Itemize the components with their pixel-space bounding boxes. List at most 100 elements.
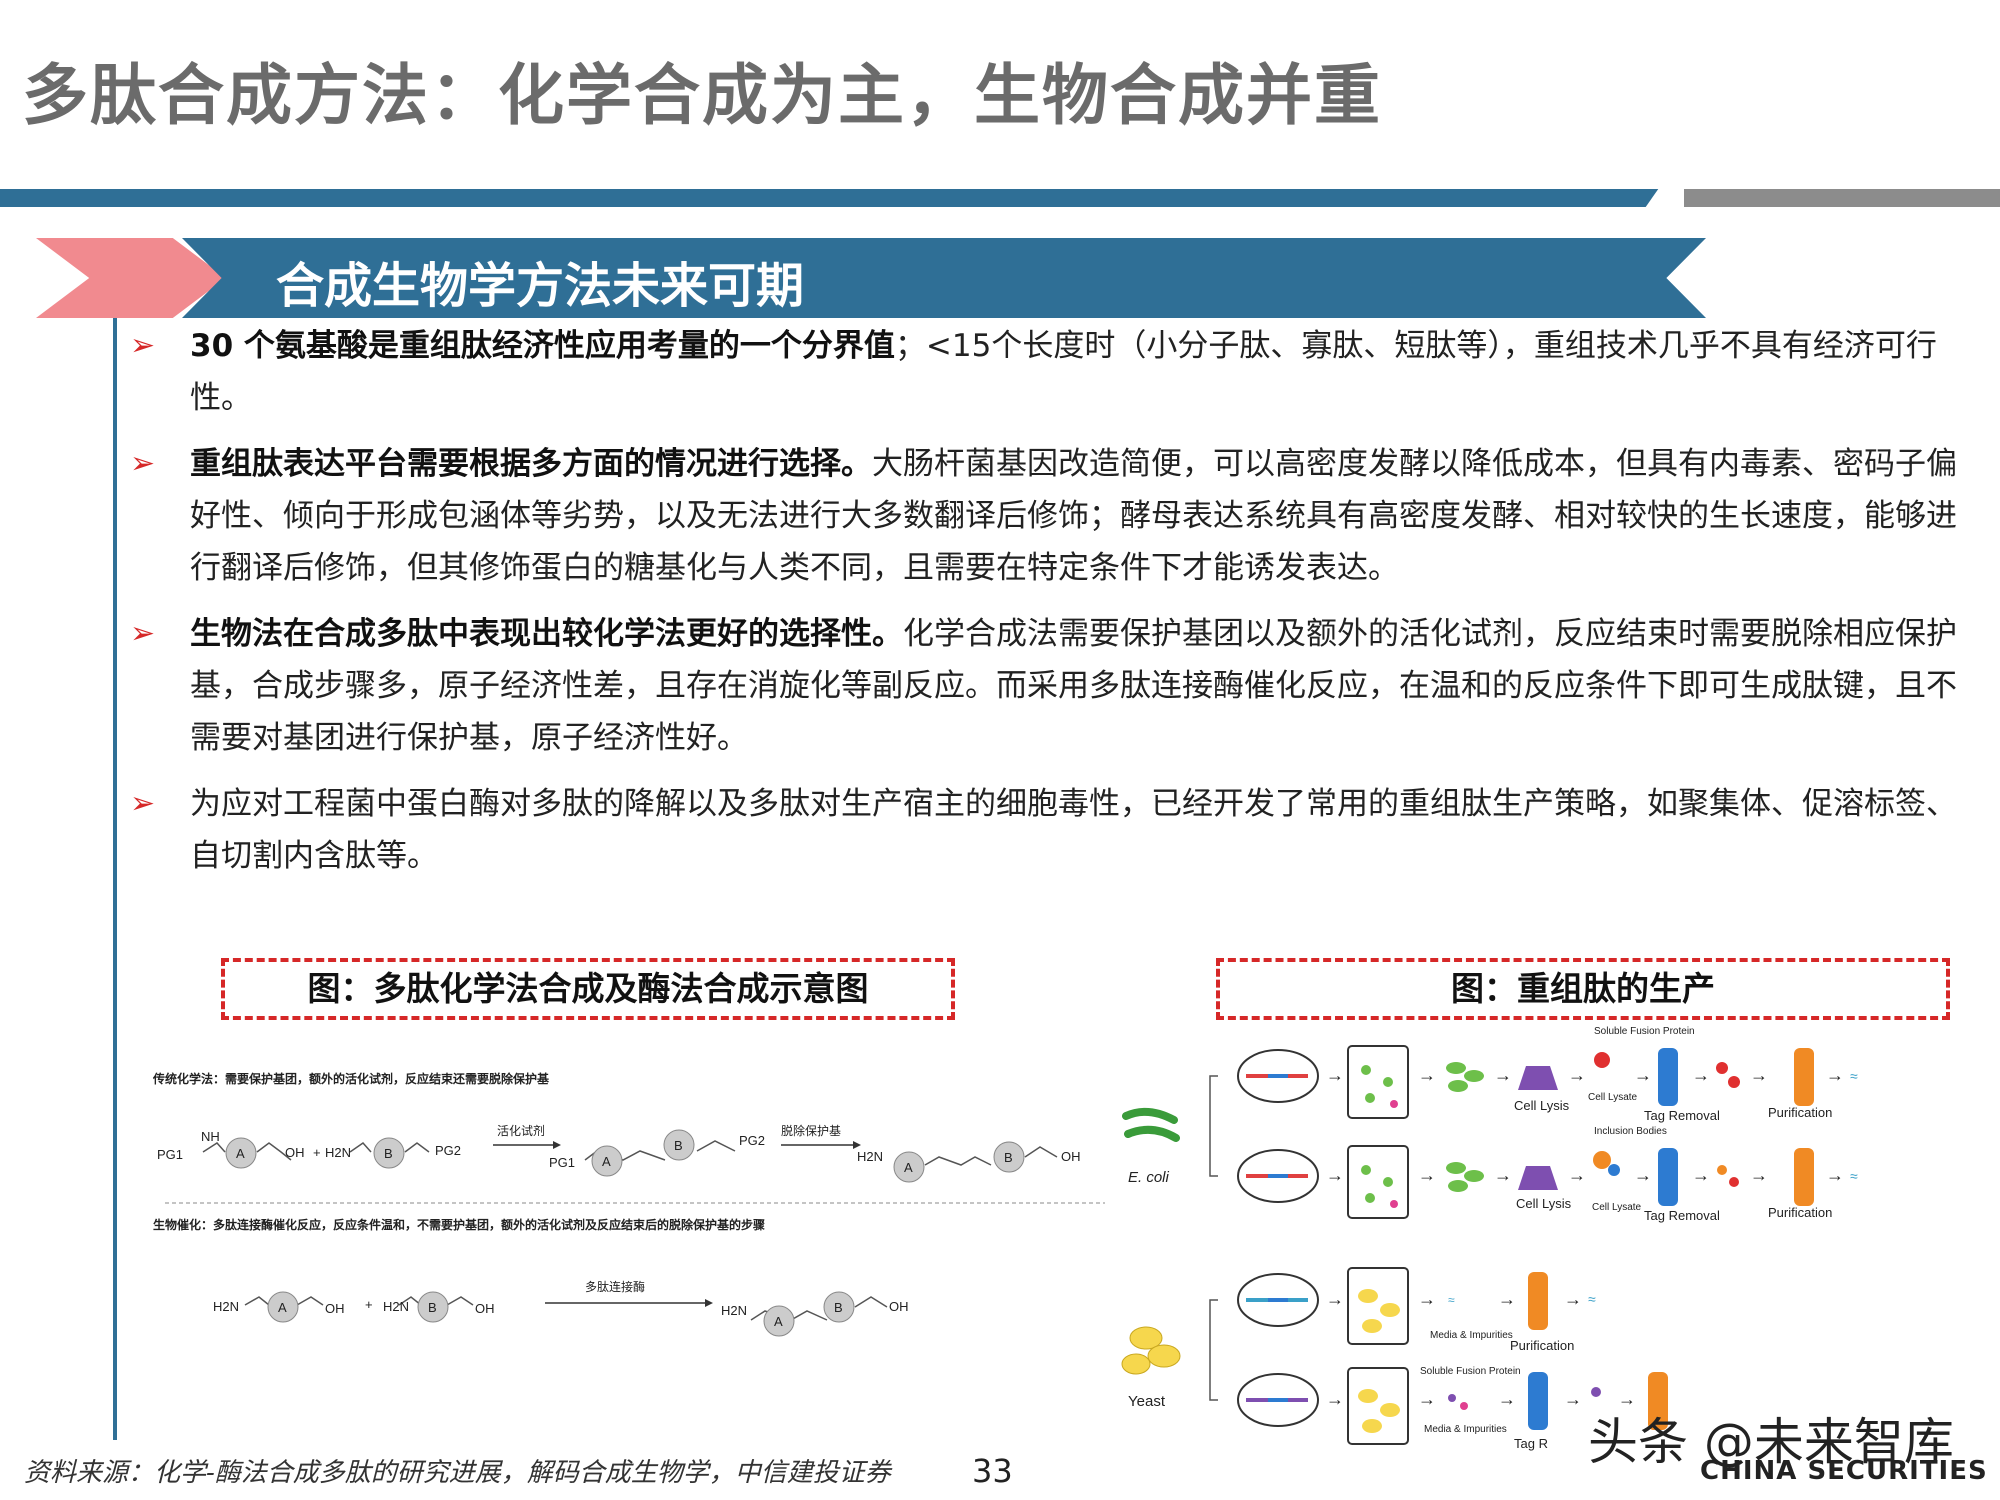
arrow-bullet-icon: ➢ <box>130 328 156 363</box>
purification-label: Purification <box>1768 1105 1832 1120</box>
protein-icon <box>1591 1387 1601 1397</box>
bullet-item: ➢ 重组肽表达平台需要根据多方面的情况进行选择。大肠杆菌基因改造简便，可以高密度… <box>130 438 1970 594</box>
watermark-text: 头条 @未来智库 <box>1588 1413 1954 1471</box>
flow-arrow: → <box>1750 1165 1768 1185</box>
cell-icon <box>1362 1419 1382 1433</box>
recombinant-production-figure: E. coli Yeast → → → Cell Lysis → Soluble… <box>1121 1026 1858 1451</box>
bond-line <box>404 1142 430 1153</box>
figure-title-right: 图：重组肽的生产 <box>1216 958 1950 1020</box>
arrow-bullet-icon: ➢ <box>130 616 156 651</box>
residue-b <box>993 1141 1025 1173</box>
peptide-icon: ≈ <box>1850 1068 1858 1084</box>
residue-a <box>267 1291 299 1323</box>
flow-arrow: → <box>1418 1389 1436 1409</box>
residue-b-label: B <box>384 1146 393 1161</box>
company-logo: CHINA SECURITIES <box>1700 1456 1988 1486</box>
column-icon <box>1528 1272 1548 1330</box>
flow-arrow: → <box>1326 1289 1344 1309</box>
residue-b <box>417 1291 449 1323</box>
flow-arrow: → <box>1618 1389 1636 1409</box>
bracket-line <box>1209 1075 1218 1177</box>
bullet-item: ➢ 为应对工程菌中蛋白酶对多肽的降解以及多肽对生产宿主的细胞毒性，已经开发了常用… <box>130 778 1970 882</box>
bullet-bold: 生物法在合成多肽中表现出较化学法更好的选择性。 <box>190 616 903 652</box>
bullet-text: 化学合成法需要保护基团以及额外的活化试剂，反应结束时需要脱除相应保护基，合成步骤… <box>190 616 1957 756</box>
residue-b <box>373 1137 405 1169</box>
cell-dot <box>1390 1100 1398 1108</box>
oh-label: OH <box>475 1301 495 1316</box>
residue-b-label: B <box>674 1138 683 1153</box>
oh-label: OH <box>325 1301 345 1316</box>
pg1-label: PG1 <box>549 1155 575 1170</box>
bullet-bold: 重组肽表达平台需要根据多方面的情况进行选择。 <box>190 446 872 482</box>
cell-icon <box>1446 1062 1466 1074</box>
oh-label: OH <box>1061 1149 1081 1164</box>
oh-label: OH <box>889 1299 909 1314</box>
inclusion-body-icon <box>1608 1164 1620 1176</box>
purification-label: Purification <box>1768 1205 1832 1220</box>
yeast-icon <box>1121 1353 1151 1375</box>
ecoli-label: E. coli <box>1128 1169 1170 1186</box>
reagent-deprotection: 脱除保护基 <box>781 1123 841 1138</box>
fermenter-icon <box>1347 1145 1409 1219</box>
residue-a <box>225 1137 257 1169</box>
protein-icon <box>1716 1062 1728 1074</box>
residue-b <box>663 1129 695 1161</box>
residue-b-label: B <box>1004 1150 1013 1165</box>
yeast-icon <box>1129 1326 1163 1350</box>
bond-line <box>349 1142 372 1153</box>
protein-icon <box>1729 1177 1739 1187</box>
cell-icon <box>1358 1389 1378 1403</box>
cell-icon <box>1362 1319 1382 1333</box>
bond-line <box>854 1296 888 1308</box>
soluble-fusion-label: Soluble Fusion Protein <box>1420 1366 1521 1377</box>
bullet-item: ➢ 生物法在合成多肽中表现出较化学法更好的选择性。化学合成法需要保护基团以及额外… <box>130 608 1970 764</box>
media-impurities-label: Media & Impurities <box>1430 1330 1513 1341</box>
figure-title-left: 图：多肽化学法合成及酶法合成示意图 <box>221 958 955 1020</box>
inclusion-body-icon <box>1593 1151 1611 1169</box>
pg1-label: PG1 <box>157 1147 183 1162</box>
oh-label: OH <box>285 1145 305 1160</box>
bond-line <box>256 1142 292 1161</box>
ecoli-inclusion-row: → → → Cell Lysis → Inclusion Bodies Cell… <box>1237 1126 1858 1223</box>
residue-a-label: A <box>774 1314 783 1329</box>
flow-arrow: → <box>1826 1065 1844 1085</box>
protein-icon <box>1717 1165 1727 1175</box>
flow-arrow: → <box>1564 1289 1582 1309</box>
pg2-label: PG2 <box>739 1133 765 1148</box>
cell-dot <box>1390 1200 1398 1208</box>
ecoli-icon <box>1124 1125 1180 1142</box>
fermenter-icon <box>1347 1045 1409 1119</box>
fermenter-icon <box>1347 1367 1409 1445</box>
residue-b-label: B <box>428 1300 437 1315</box>
left-vertical-rule <box>113 318 117 1440</box>
bond-line <box>924 1156 992 1166</box>
pg2-label: PG2 <box>435 1143 461 1158</box>
cell-dot <box>1361 1065 1371 1075</box>
bond-line <box>398 1296 422 1306</box>
flow-arrow: → <box>1418 1065 1436 1085</box>
page-number: 33 <box>972 1452 1013 1490</box>
bond-line <box>202 1142 226 1153</box>
flow-arrow: → <box>1564 1389 1582 1409</box>
flow-arrow: → <box>1750 1065 1768 1085</box>
cell-lysis-label: Cell Lysis <box>1516 1196 1572 1211</box>
cell-icon <box>1380 1403 1400 1417</box>
fermenter-icon <box>1347 1267 1409 1345</box>
chem-synthesis-figure: 传统化学法：需要保护基团，额外的活化试剂，反应结束还需要脱除保护基 A B PG… <box>152 1071 1105 1337</box>
flow-arrow: → <box>1418 1165 1436 1185</box>
cell-icon <box>1448 1080 1468 1092</box>
chem-caption-bottom: 生物催化：多肽连接酶催化反应，反应条件温和，不需要护基团，额外的活化试剂及反应结… <box>153 1217 765 1232</box>
residue-a <box>591 1145 623 1177</box>
cell-icon <box>1464 1170 1484 1182</box>
flow-arrow: → <box>1568 1165 1586 1185</box>
bullet-text: 为应对工程菌中蛋白酶对多肽的降解以及多肽对生产宿主的细胞毒性，已经开发了常用的重… <box>190 786 1957 874</box>
column-icon <box>1528 1372 1548 1430</box>
protein-icon <box>1448 1394 1456 1402</box>
tag-removal-label: Tag Removal <box>1644 1108 1720 1123</box>
residue-a-label: A <box>236 1146 245 1161</box>
residue-b-label: B <box>834 1300 843 1315</box>
arrow-bullet-icon: ➢ <box>130 446 156 481</box>
reagent-activation: 活化试剂 <box>497 1123 545 1138</box>
column-icon <box>1794 1048 1814 1106</box>
cell-icon <box>1464 1070 1484 1082</box>
